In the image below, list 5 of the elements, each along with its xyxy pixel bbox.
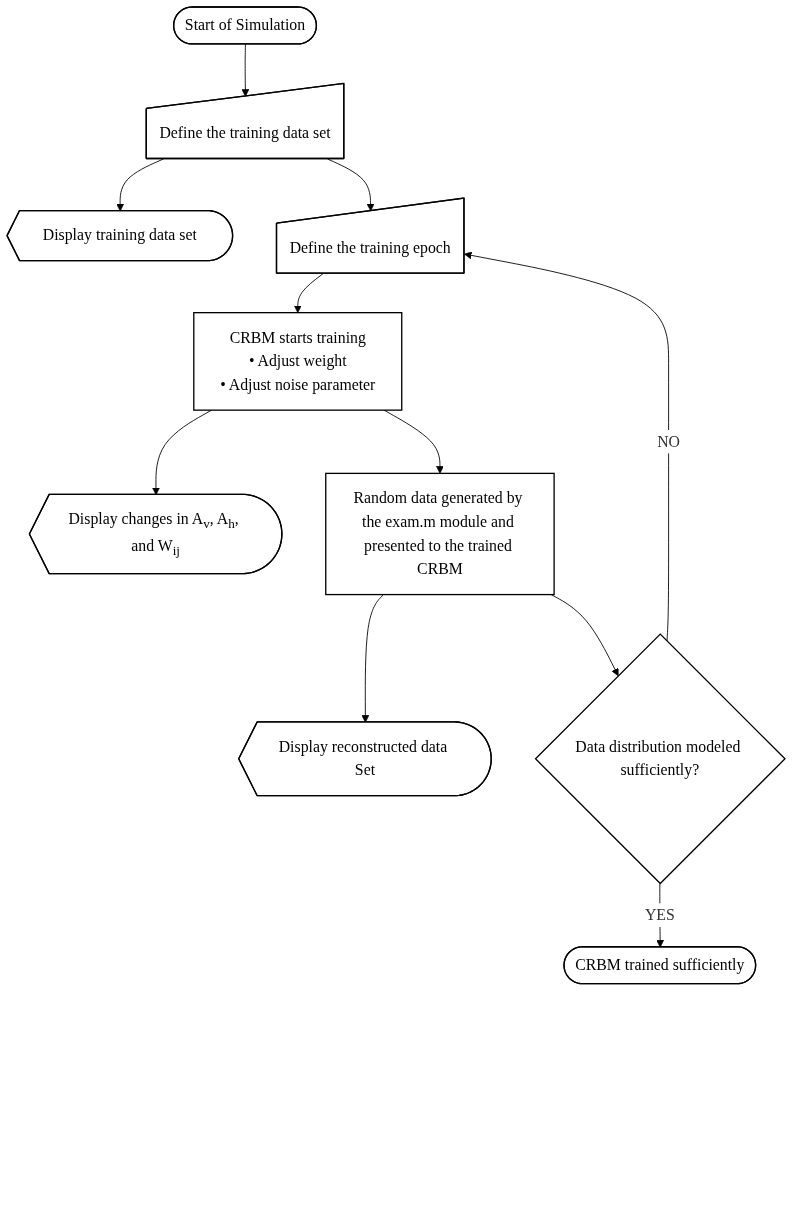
edge-label: NO [657,432,681,451]
edge-label: YES [644,905,675,924]
node-box: CRBM starts training • Adjust weight • Adjust noise parameter [193,312,403,411]
node-box: Random data generated by the exam.m module and presented to the trained CRBM [325,472,555,596]
node-diamond: Data distribution modeled sufficiently? [534,633,786,885]
